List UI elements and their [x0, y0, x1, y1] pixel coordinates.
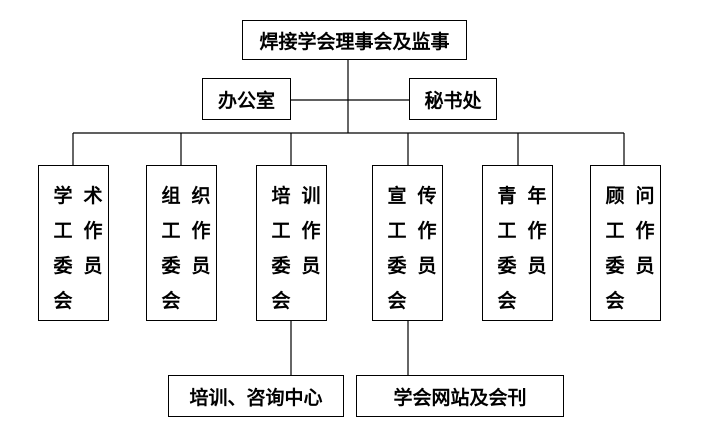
committee-char: 会	[161, 290, 181, 312]
committee-char: 委	[271, 255, 291, 277]
committee-char: 作	[301, 220, 321, 242]
committee-char: 培	[271, 185, 291, 207]
top-node-council: 焊接学会理事会及监事	[242, 20, 467, 60]
committee-char: 学	[53, 185, 73, 207]
committee-char: 委	[387, 255, 407, 277]
committee-char: 会	[497, 290, 517, 312]
committee-char: 员	[301, 255, 321, 277]
node-website-journal: 学会网站及会刊	[356, 375, 564, 417]
committee-char: 员	[635, 255, 655, 277]
committee-publicity: 宣 传 工 作 委 员 会	[372, 165, 443, 321]
committee-advisory: 顾 问 工 作 委 员 会	[590, 165, 661, 321]
committee-char: 工	[53, 220, 73, 242]
committee-char: 织	[191, 185, 211, 207]
committee-char: 作	[527, 220, 547, 242]
committee-char: 员	[417, 255, 437, 277]
committee-char: 委	[161, 255, 181, 277]
committee-char: 作	[635, 220, 655, 242]
committee-char: 组	[161, 185, 181, 207]
committee-char: 工	[497, 220, 517, 242]
committee-char: 传	[417, 185, 437, 207]
committee-char: 会	[605, 290, 625, 312]
committee-char: 作	[417, 220, 437, 242]
committee-char: 工	[161, 220, 181, 242]
committee-char: 青	[497, 185, 517, 207]
committee-char: 员	[83, 255, 103, 277]
committee-char: 会	[271, 290, 291, 312]
committee-char: 顾	[605, 185, 625, 207]
committee-char: 委	[605, 255, 625, 277]
committee-char: 术	[83, 185, 103, 207]
committee-char: 会	[387, 290, 407, 312]
committee-academic: 学 术 工 作 委 员 会	[38, 165, 109, 321]
committee-char: 作	[83, 220, 103, 242]
committee-char: 委	[53, 255, 73, 277]
committee-char: 员	[527, 255, 547, 277]
committee-char: 宣	[387, 185, 407, 207]
committee-youth: 青 年 工 作 委 员 会	[482, 165, 553, 321]
node-office: 办公室	[202, 78, 291, 120]
committee-char: 工	[605, 220, 625, 242]
committee-char: 作	[191, 220, 211, 242]
committee-char: 委	[497, 255, 517, 277]
committee-char: 员	[191, 255, 211, 277]
node-training-consulting-center: 培训、咨询中心	[168, 375, 344, 417]
committee-char: 工	[271, 220, 291, 242]
committee-char: 训	[301, 185, 321, 207]
committee-organization: 组 织 工 作 委 员 会	[146, 165, 217, 321]
node-secretariat: 秘书处	[409, 78, 497, 120]
committee-char: 工	[387, 220, 407, 242]
committee-char: 问	[635, 185, 655, 207]
committee-training: 培 训 工 作 委 员 会	[256, 165, 327, 321]
committee-char: 年	[527, 185, 547, 207]
committee-char: 会	[53, 290, 73, 312]
